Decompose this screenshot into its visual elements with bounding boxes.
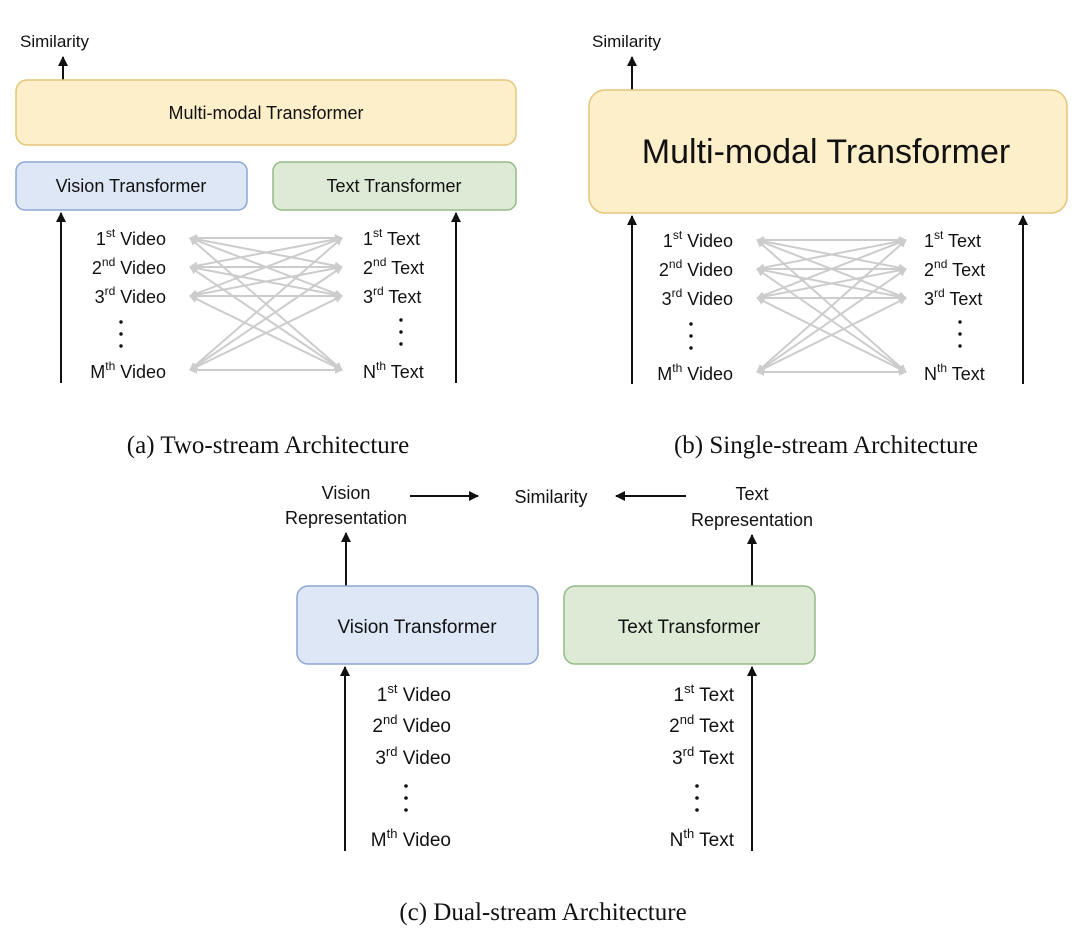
panel-c-similarity-label: Similarity <box>514 487 587 507</box>
panel-a-caption: (a) Two-stream Architecture <box>127 432 409 459</box>
panel-a-video-3: 3rd Video <box>95 284 166 307</box>
panel-c-text-3: 3rd Text <box>672 744 735 769</box>
panel-b-text-2: 2nd Text <box>924 257 985 280</box>
panel-b-similarity-label: Similarity <box>592 32 661 51</box>
panel-a-vision-box <box>15 161 248 211</box>
panel-b-text-3: 3rd Text <box>924 286 982 309</box>
panel-b-text-n: Nth Text <box>924 361 985 384</box>
panel-a-text-box <box>272 161 517 211</box>
panel-b-video-3: 3rd Video <box>662 286 733 309</box>
panel-b-video-ellipsis <box>689 322 693 350</box>
panel-c-vision-box <box>296 585 539 665</box>
panel-c-text-rep-line2: Representation <box>691 510 813 530</box>
panel-c-text-2: 2nd Text <box>669 712 735 737</box>
panel-a-video-m: Mth Video <box>90 359 166 382</box>
panel-a-text-3: 3rd Text <box>363 284 421 307</box>
panel-a-text-n: Nth Text <box>363 359 424 382</box>
panel-a-multimodal-label: Multi-modal Transformer <box>168 103 363 123</box>
panel-c-text-n: Nth Text <box>670 826 735 851</box>
panel-c-video-ellipsis <box>404 784 408 812</box>
panel-b-video-2: 2nd Video <box>659 257 733 280</box>
panel-a-cross-connections <box>189 234 343 374</box>
panel-c-video-2: 2nd Video <box>372 712 451 737</box>
panel-b-caption: (b) Single-stream Architecture <box>674 432 978 459</box>
panel-a-video-2: 2nd Video <box>92 255 166 278</box>
panel-a-vision-label: Vision Transformer <box>56 176 207 196</box>
panel-c-vision-rep-line1: Vision <box>322 483 371 503</box>
panel-c-dual-stream: Vision Representation Similarity Text Re… <box>285 483 816 926</box>
panel-a-two-stream: Similarity Multi-modal Transformer Visio… <box>15 32 517 459</box>
panel-c-vision-label: Vision Transformer <box>337 617 497 638</box>
panel-c-video-m: Mth Video <box>371 826 451 851</box>
panel-b-text-ellipsis <box>958 320 962 348</box>
panel-b-single-stream: Similarity Multi-modal Transformer 1st V… <box>588 32 1068 459</box>
panel-a-text-2: 2nd Text <box>363 255 424 278</box>
panel-a-similarity-label: Similarity <box>20 32 89 51</box>
panel-b-multimodal-label: Multi-modal Transformer <box>642 133 1010 171</box>
panel-a-video-ellipsis <box>119 320 123 348</box>
panel-b-video-1: 1st Video <box>663 228 733 251</box>
panel-c-text-ellipsis <box>695 784 699 812</box>
panel-c-video-1: 1st Video <box>377 681 451 706</box>
panel-c-caption: (c) Dual-stream Architecture <box>399 899 686 926</box>
panel-c-text-label: Text Transformer <box>618 617 761 638</box>
panel-a-text-ellipsis <box>399 318 403 346</box>
panel-a-text-label: Text Transformer <box>326 176 461 196</box>
panel-c-video-3: 3rd Video <box>375 744 451 769</box>
panel-c-text-1: 1st Text <box>674 681 735 706</box>
panel-a-text-1: 1st Text <box>363 226 420 249</box>
panel-c-vision-rep-line2: Representation <box>285 508 407 528</box>
panel-a-multimodal-box <box>15 79 517 146</box>
panel-b-text-1: 1st Text <box>924 228 981 251</box>
panel-c-text-rep-line1: Text <box>735 484 768 504</box>
panel-b-multimodal-box <box>588 89 1068 214</box>
panel-b-video-m: Mth Video <box>657 361 733 384</box>
panel-a-video-1: 1st Video <box>96 226 166 249</box>
panel-c-text-box <box>563 585 816 665</box>
panel-b-cross-connections <box>756 236 907 376</box>
